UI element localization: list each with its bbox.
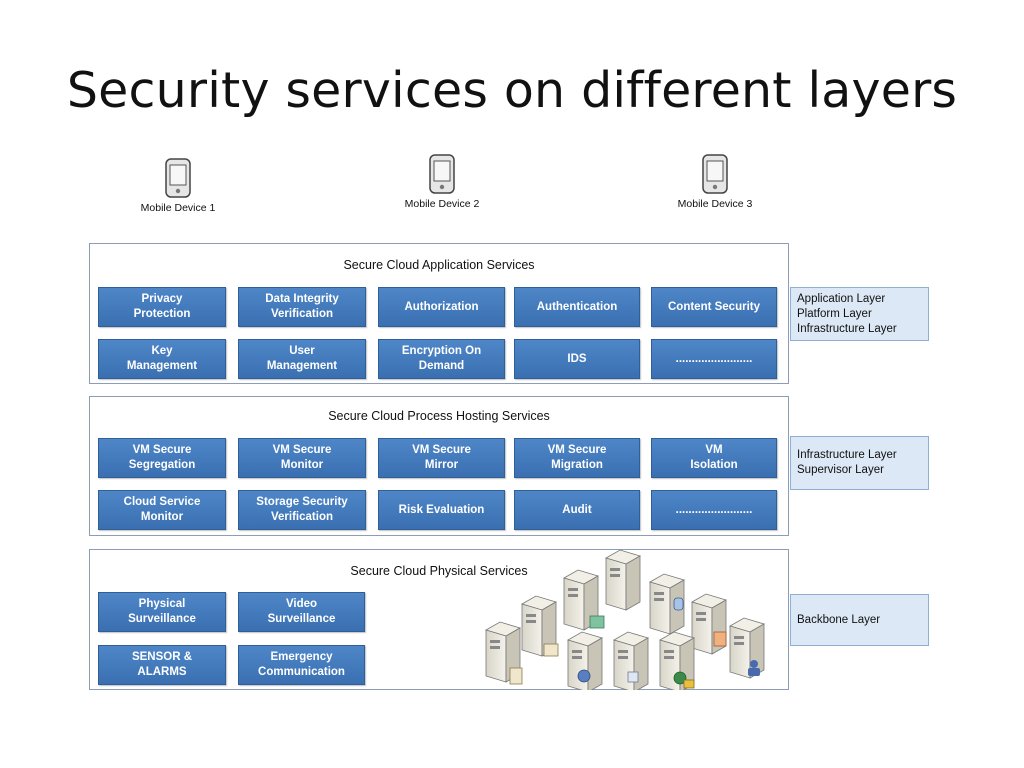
layer-name: Platform Layer	[797, 307, 872, 320]
device-label: Mobile Device 3	[677, 198, 753, 210]
service-box: Audit	[514, 490, 640, 530]
device-label: Mobile Device 2	[404, 198, 480, 210]
service-box: Content Security	[651, 287, 777, 327]
mobile-phone-icon	[429, 154, 455, 194]
service-box: ........................	[651, 490, 777, 530]
mobile-device-3: Mobile Device 3	[655, 154, 775, 210]
mobile-device-1: Mobile Device 1	[118, 158, 238, 214]
mobile-phone-icon	[165, 158, 191, 198]
device-label: Mobile Device 1	[140, 202, 216, 214]
layer-label-backbone: Backbone Layer	[790, 594, 929, 646]
service-box: Risk Evaluation	[378, 490, 505, 530]
layer-name: Backbone Layer	[797, 613, 881, 626]
layer-name: Infrastructure Layer	[797, 449, 897, 461]
layer-name: Supervisor Layer	[797, 464, 884, 476]
service-box: ........................	[651, 339, 777, 379]
slide-title: Security services on different layers	[66, 62, 958, 119]
panel-title: Secure Cloud Physical Services	[350, 564, 528, 578]
panel-title: Secure Cloud Application Services	[343, 258, 535, 272]
service-box: Authentication	[514, 287, 640, 327]
layer-label-application: Application Layer Platform Layer Infrast…	[790, 287, 929, 341]
service-box: SENSOR &ALARMS	[98, 645, 226, 685]
service-box: Authorization	[378, 287, 505, 327]
layer-name: Application Layer	[797, 292, 886, 305]
panel-title: Secure Cloud Process Hosting Services	[328, 409, 550, 423]
mobile-phone-icon	[702, 154, 728, 194]
mobile-device-2: Mobile Device 2	[382, 154, 502, 210]
server-cluster-icon	[485, 549, 765, 690]
layer-label-process: Infrastructure Layer Supervisor Layer	[790, 436, 929, 490]
layer-name: Infrastructure Layer	[797, 322, 897, 335]
service-box: IDS	[514, 339, 640, 379]
